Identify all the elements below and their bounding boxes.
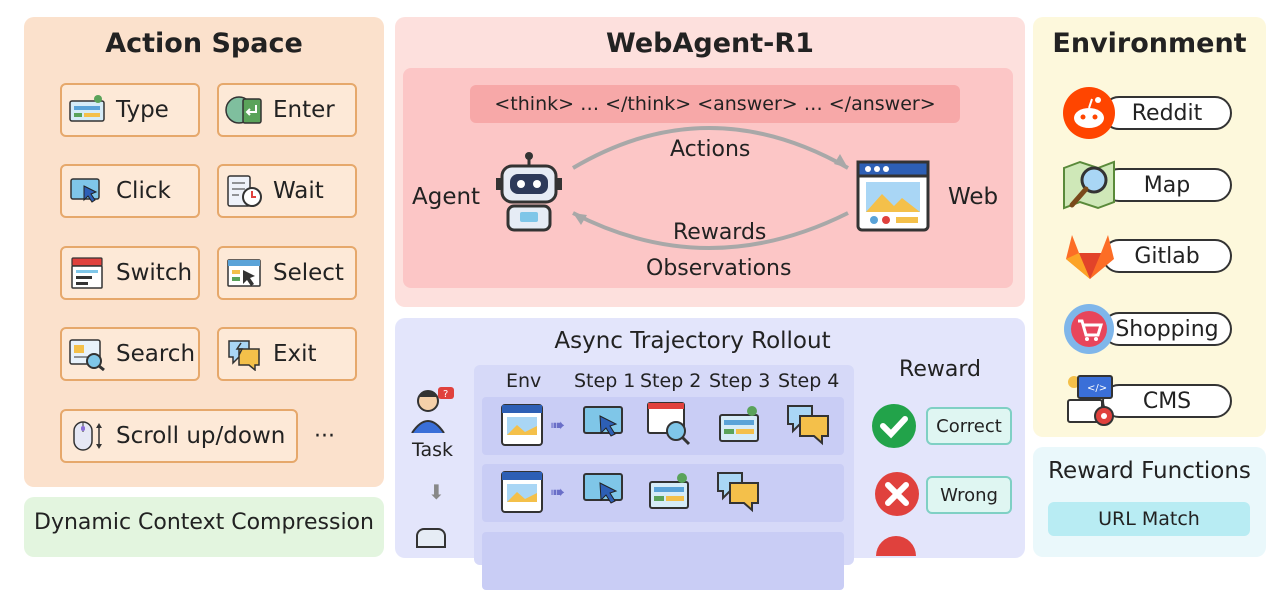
env-gitlab: Gitlab <box>1062 229 1234 283</box>
header-env: Env <box>506 370 542 392</box>
action-search: Search <box>60 327 200 381</box>
action-scroll: Scroll up/down <box>60 409 298 463</box>
robot-icon <box>496 152 562 232</box>
switch-icon <box>71 257 103 289</box>
exit-icon <box>228 340 260 371</box>
trajectory-row: ➠ <box>482 464 844 522</box>
action-wait: Wait <box>217 164 357 218</box>
arrow-icon: ➠ <box>550 482 566 503</box>
exit-icon <box>787 405 829 446</box>
wait-icon <box>227 175 262 207</box>
env-label: Gitlab <box>1102 239 1232 273</box>
environment-panel <box>1033 17 1266 437</box>
search-icon <box>69 339 105 371</box>
action-label: Exit <box>273 341 317 367</box>
svg-text:</>: </> <box>1087 383 1107 394</box>
action-space-title: Action Space <box>105 28 303 59</box>
header-step-2: Step 2 <box>640 370 702 392</box>
type-icon <box>649 473 689 509</box>
observations-label: Observations <box>646 256 792 281</box>
header-step-4: Step 4 <box>778 370 840 392</box>
type-icon <box>69 95 105 122</box>
env-label: Shopping <box>1102 312 1232 346</box>
arrow-icon: ➠ <box>550 415 566 436</box>
action-switch: Switch <box>60 246 200 300</box>
env-reddit: Reddit <box>1062 86 1234 140</box>
action-label: Search <box>116 341 196 367</box>
svg-text:?: ? <box>443 389 448 400</box>
action-select: Select <box>217 246 357 300</box>
action-label: Wait <box>273 178 324 204</box>
shopping-icon <box>1064 304 1114 354</box>
env-cms: CMS </> <box>1062 374 1234 428</box>
click-icon <box>583 473 623 504</box>
web-label: Web <box>948 184 999 210</box>
action-label: Enter <box>273 97 335 123</box>
reward-correct: Correct <box>926 407 1012 445</box>
reddit-icon <box>1063 87 1115 139</box>
search-icon <box>647 402 691 446</box>
action-label: Scroll up/down <box>116 423 286 449</box>
enter-icon <box>225 96 262 124</box>
robot-icon-partial <box>416 528 446 548</box>
dynamic-context-title: Dynamic Context Compression <box>34 510 374 535</box>
agent-label: Agent <box>412 184 481 210</box>
reward-wrong: Wrong <box>926 476 1012 514</box>
exit-icon <box>717 472 759 513</box>
web-browser-icon <box>856 160 930 232</box>
actions-label: Actions <box>670 137 751 162</box>
task-label: Task <box>412 439 454 461</box>
reward-function-item: URL Match <box>1048 502 1250 536</box>
webagent-title: WebAgent-R1 <box>606 28 814 59</box>
loop-arrows <box>571 126 849 250</box>
header-step-3: Step 3 <box>709 370 771 392</box>
select-icon <box>227 259 261 287</box>
task-person-icon: ? <box>411 387 454 433</box>
rewards-label: Rewards <box>673 220 767 245</box>
env-browser-icon <box>501 471 543 513</box>
gitlab-icon <box>1066 235 1114 279</box>
trajectory-row <box>482 532 844 590</box>
response-format: <think> … </think> <answer> … </answer> <box>470 85 960 123</box>
click-icon <box>70 178 100 203</box>
scroll-icon <box>73 421 102 451</box>
wrong-cross-icon <box>875 472 919 516</box>
action-exit: Exit <box>217 327 357 381</box>
header-step-1: Step 1 <box>574 370 636 392</box>
env-label: Map <box>1102 168 1232 202</box>
env-label: CMS <box>1102 384 1232 418</box>
click-icon <box>583 406 623 437</box>
environment-title: Environment <box>1052 28 1247 59</box>
env-browser-icon <box>501 404 543 446</box>
action-label: Type <box>116 97 169 123</box>
env-map: Map <box>1062 158 1234 212</box>
action-label: Select <box>273 260 344 286</box>
env-label: Reddit <box>1102 96 1232 130</box>
reward-functions-title: Reward Functions <box>1048 458 1251 484</box>
down-arrow-icon: ⬇ <box>428 480 445 504</box>
type-icon <box>719 406 759 442</box>
trajectory-row: ➠ <box>482 397 844 455</box>
action-label: Click <box>116 178 171 204</box>
action-click: Click <box>60 164 200 218</box>
action-label: Switch <box>116 260 193 286</box>
action-type: Type <box>60 83 200 137</box>
reward-title: Reward <box>899 357 981 382</box>
map-icon <box>1063 160 1115 210</box>
cms-icon: </> <box>1067 375 1114 426</box>
correct-check-icon <box>872 404 916 448</box>
action-enter: Enter <box>217 83 357 137</box>
more-ellipsis: ··· <box>314 424 335 449</box>
rollout-title: Async Trajectory Rollout <box>554 328 831 354</box>
env-shopping: Shopping <box>1062 302 1234 356</box>
